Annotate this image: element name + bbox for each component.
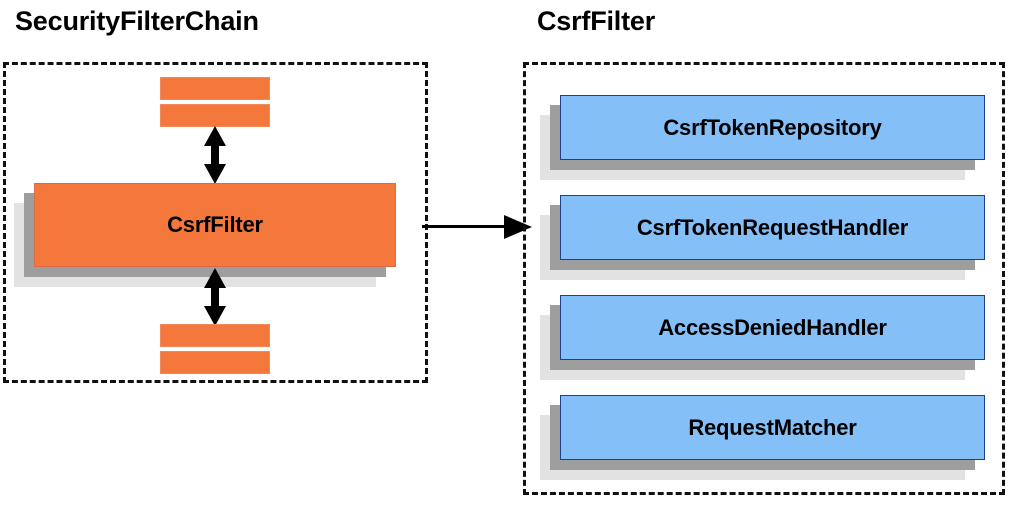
collaborator-card-csrf-token-request-handler[interactable]: CsrfTokenRequestHandler	[540, 195, 985, 280]
page-title-csrf-filter: CsrfFilter	[537, 6, 656, 36]
collaborator-card-access-denied-handler[interactable]: AccessDeniedHandler	[540, 295, 985, 380]
page-title-security-filter-chain: SecurityFilterChain	[15, 6, 259, 36]
collaborator-card-face: CsrfTokenRequestHandler	[560, 195, 985, 260]
collaborator-card-request-matcher[interactable]: RequestMatcher	[540, 395, 985, 480]
collaborator-card-label: RequestMatcher	[688, 414, 857, 440]
filter-bar-upper-1	[160, 77, 270, 100]
security-filter-chain-panel	[3, 62, 428, 383]
double-arrow-upper-icon	[201, 126, 229, 189]
csrf-filter-card[interactable]: CsrfFilter	[14, 183, 396, 287]
collaborator-card-face: RequestMatcher	[560, 395, 985, 460]
collaborator-card-label: CsrfTokenRequestHandler	[636, 214, 909, 240]
filter-bar-lower-1	[160, 324, 270, 347]
csrf-filter-card-face: CsrfFilter	[34, 183, 396, 267]
double-arrow-lower-icon	[201, 268, 229, 331]
csrf-filter-card-label: CsrfFilter	[167, 212, 263, 237]
collaborator-card-csrf-token-repository[interactable]: CsrfTokenRepository	[540, 95, 985, 180]
filter-bar-lower-2	[160, 351, 270, 374]
filter-bar-upper-2	[160, 104, 270, 127]
collaborator-card-label: CsrfTokenRepository	[663, 114, 882, 140]
collaborator-card-face: AccessDeniedHandler	[560, 295, 985, 360]
collaborator-card-label: AccessDeniedHandler	[658, 314, 887, 340]
csrf-filter-expansion-arrow-icon	[422, 212, 532, 247]
csrf-filter-detail-panel	[523, 62, 1005, 495]
collaborator-card-face: CsrfTokenRepository	[560, 95, 985, 160]
